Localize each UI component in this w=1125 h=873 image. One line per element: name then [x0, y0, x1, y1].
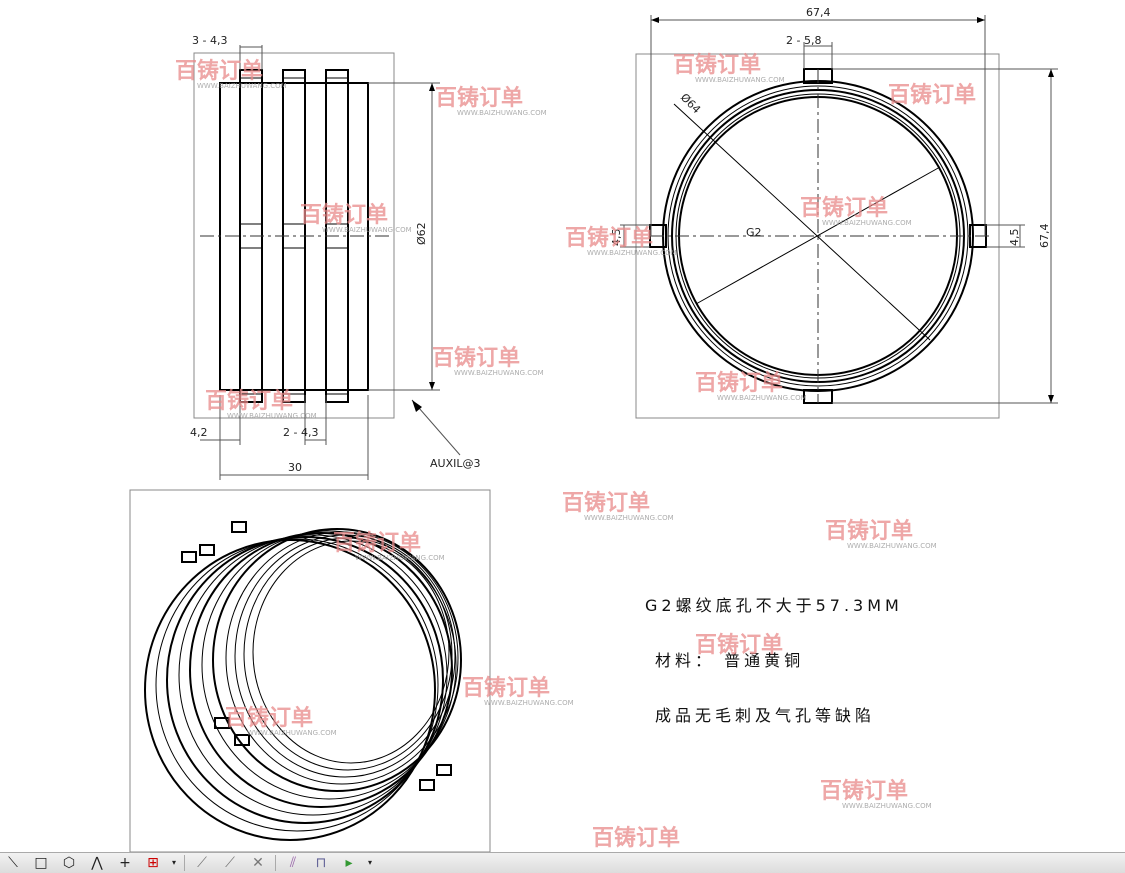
svg-text:WWW.BAIZHUWANG.COM: WWW.BAIZHUWANG.COM — [454, 369, 544, 377]
svg-text:百铸订单: 百铸订单 — [565, 225, 653, 251]
dim-height: 67,4 — [1038, 224, 1051, 249]
iso-view — [129, 489, 491, 853]
dim-tab-right: 4,5 — [1008, 229, 1021, 247]
svg-text:WWW.BAIZHUWANG.COM: WWW.BAIZHUWANG.COM — [587, 249, 677, 257]
svg-text:WWW.BAIZHUWANG.COM: WWW.BAIZHUWANG.COM — [847, 542, 937, 550]
rectangle-icon[interactable]: □ — [34, 855, 48, 871]
front-view: 67,4 67,4 2 - 5,8 4,5 4,5 Ø64 G2 — [610, 6, 1058, 419]
svg-text:百铸订单: 百铸订单 — [888, 82, 976, 108]
svg-text:百铸订单: 百铸订单 — [175, 58, 263, 84]
dropdown-icon[interactable]: ▾ — [171, 858, 176, 867]
dim-diameter: Ø62 — [415, 222, 428, 245]
drawing-toolbar: ⟍ □ ⬡ ⋀ + ⊞ ▾ ⟋ ⟋ ✕ ⫽ ⊓ ▸ ▾ — [0, 852, 1125, 873]
arrow-line-icon[interactable]: ▸ — [345, 855, 353, 871]
chamfer-icon[interactable]: ⟍ — [8, 855, 18, 871]
svg-text:WWW.BAIZHUWANG.COM: WWW.BAIZHUWANG.COM — [247, 729, 337, 737]
dimension-icon[interactable]: ⊓ — [315, 855, 327, 871]
svg-text:WWW.BAIZHUWANG.COM: WWW.BAIZHUWANG.COM — [822, 219, 912, 227]
dropdown-icon[interactable]: ▾ — [367, 858, 372, 867]
svg-text:百铸订单: 百铸订单 — [432, 345, 520, 371]
svg-text:百铸订单: 百铸订单 — [435, 85, 523, 111]
dim-outer: Ø64 — [678, 91, 703, 116]
aux-label: AUXIL@3 — [430, 457, 480, 470]
polygon-icon[interactable]: ⬡ — [62, 855, 76, 871]
svg-text:百铸订单: 百铸订单 — [462, 675, 550, 701]
dim-width: 67,4 — [806, 6, 831, 19]
insert-block-icon[interactable]: ⊞ — [147, 855, 159, 871]
svg-text:百铸订单: 百铸订单 — [592, 825, 680, 851]
dim-slot-bottom: 2 - 4,3 — [283, 426, 318, 439]
svg-text:百铸订单: 百铸订单 — [673, 52, 761, 78]
toolbar-separator — [275, 855, 276, 871]
svg-text:百铸订单: 百铸订单 — [820, 778, 908, 804]
svg-text:WWW.BAIZHUWANG.COM: WWW.BAIZHUWANG.COM — [355, 554, 445, 562]
svg-text:WWW.BAIZHUWANG.COM: WWW.BAIZHUWANG.COM — [197, 82, 287, 90]
svg-text:WWW.BAIZHUWANG.COM: WWW.BAIZHUWANG.COM — [842, 802, 932, 810]
svg-text:WWW.BAIZHUWANG.COM: WWW.BAIZHUWANG.COM — [717, 394, 807, 402]
svg-text:WWW.BAIZHUWANG.COM: WWW.BAIZHUWANG.COM — [584, 514, 674, 522]
svg-text:百铸订单: 百铸订单 — [800, 195, 888, 221]
dim-tab-left: 4,5 — [610, 229, 623, 247]
svg-text:WWW.BAIZHUWANG.COM: WWW.BAIZHUWANG.COM — [457, 109, 547, 117]
dim-left: 4,2 — [190, 426, 208, 439]
svg-text:WWW.BAIZHUWANG.COM: WWW.BAIZHUWANG.COM — [695, 76, 785, 84]
polyline-icon[interactable]: ⋀ — [91, 855, 103, 871]
svg-text:百铸订单: 百铸订单 — [695, 632, 783, 658]
svg-text:百铸订单: 百铸订单 — [695, 370, 783, 396]
offset-icon[interactable]: ⫽ — [289, 855, 297, 871]
dim-slot-top: 3 - 4,3 — [192, 34, 227, 47]
svg-text:百铸订单: 百铸订单 — [205, 388, 293, 414]
svg-text:百铸订单: 百铸订单 — [333, 530, 421, 556]
extend-icon[interactable]: ⟋ — [225, 855, 235, 871]
svg-text:WWW.BAIZHUWANG.COM: WWW.BAIZHUWANG.COM — [322, 226, 412, 234]
svg-text:WWW.BAIZHUWANG.COM: WWW.BAIZHUWANG.COM — [484, 699, 574, 707]
svg-text:百铸订单: 百铸订单 — [300, 202, 388, 228]
svg-text:百铸订单: 百铸订单 — [562, 490, 650, 516]
dim-tab: 2 - 5,8 — [786, 34, 821, 47]
svg-text:百铸订单: 百铸订单 — [825, 518, 913, 544]
svg-text:WWW.BAIZHUWANG.COM: WWW.BAIZHUWANG.COM — [227, 412, 317, 420]
dim-width: 30 — [288, 461, 302, 474]
note-quality: 成品无毛刺及气孔等缺陷 — [655, 706, 875, 725]
note-thread: G2螺纹底孔不大于57.3MM — [645, 596, 903, 615]
trim-icon[interactable]: ⟋ — [197, 855, 207, 871]
notes: G2螺纹底孔不大于57.3MM 材料： 普通黄铜 成品无毛刺及气孔等缺陷 — [645, 596, 903, 725]
thread-label: G2 — [746, 226, 762, 239]
side-view: 3 - 4,3 Ø62 4,2 2 - 4,3 30 AUXIL@3 — [190, 34, 480, 480]
point-icon[interactable]: + — [119, 855, 131, 871]
note-material: 材料： 普通黄铜 — [655, 651, 804, 670]
toolbar-separator — [184, 855, 185, 871]
break-icon[interactable]: ✕ — [252, 855, 264, 871]
svg-text:百铸订单: 百铸订单 — [225, 705, 313, 731]
